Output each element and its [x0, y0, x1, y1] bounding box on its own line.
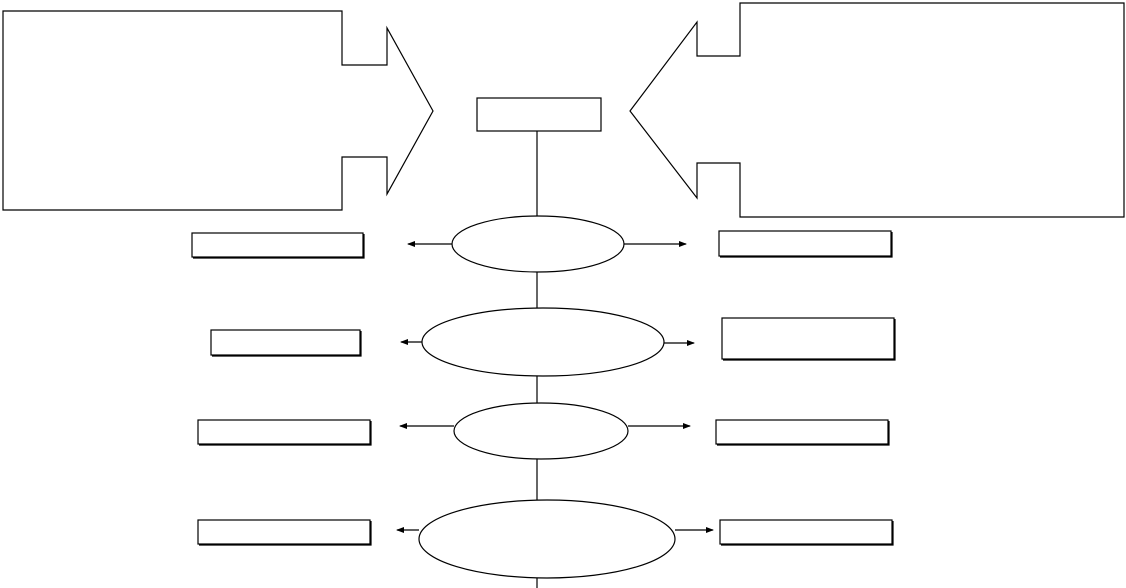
left-box-2	[210, 329, 362, 357]
ellipse-node-1	[451, 215, 625, 273]
left-box-1	[191, 232, 365, 259]
right-box-1	[718, 230, 893, 258]
ellipse-node-2	[421, 307, 665, 377]
ellipse-node-4	[418, 499, 676, 579]
left-box-4	[197, 519, 372, 546]
row-1	[191, 215, 893, 273]
left-callout-arrow	[2, 10, 434, 211]
left-box-3	[197, 419, 372, 446]
row-4	[197, 499, 894, 579]
right-callout-arrow	[629, 2, 1125, 218]
ellipse-node-3	[453, 402, 629, 460]
row-3	[197, 402, 890, 460]
right-box-4	[719, 519, 894, 546]
top-center-box	[476, 97, 602, 132]
row-2	[210, 307, 896, 377]
right-box-3	[715, 419, 890, 446]
right-box-2	[721, 317, 896, 361]
